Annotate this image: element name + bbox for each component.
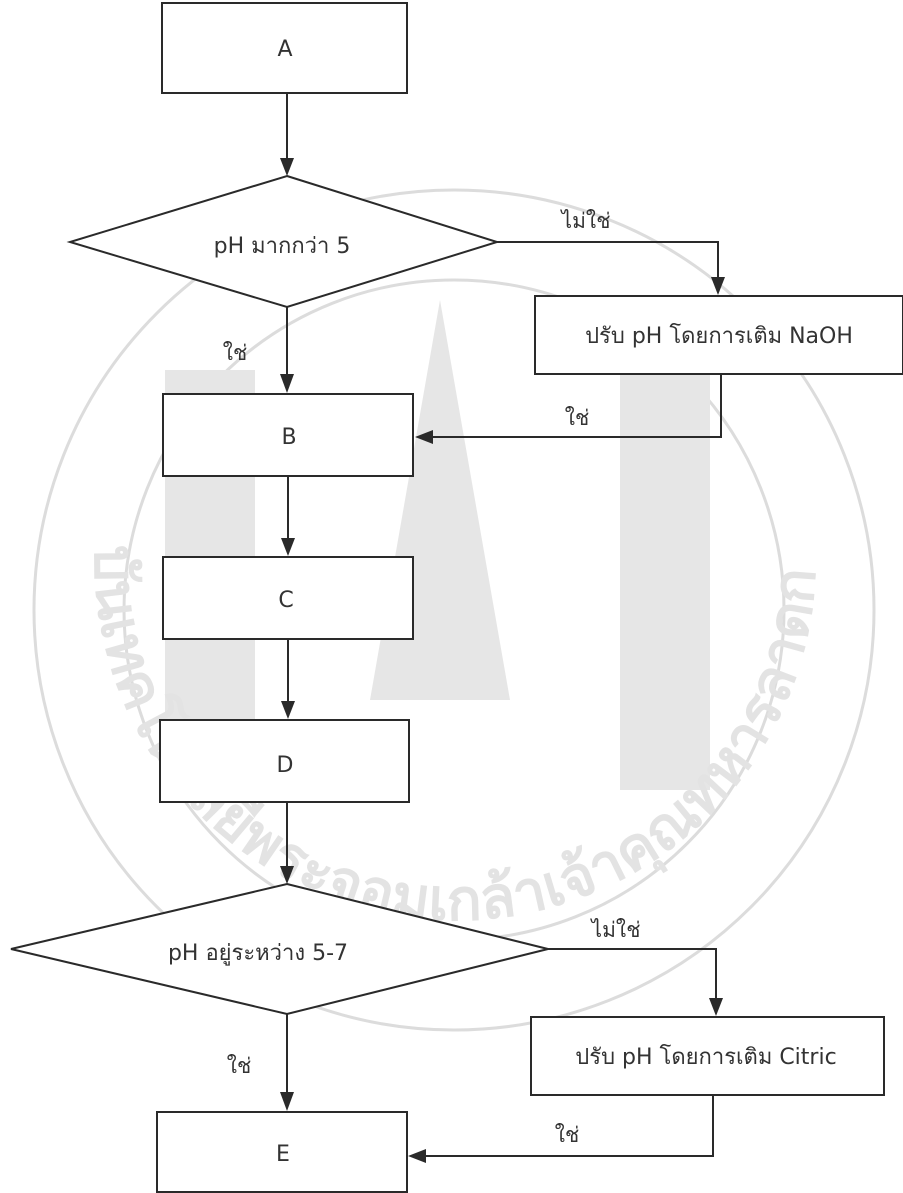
edge-c-to-d [281,639,295,719]
node-e-label: E [276,1142,290,1167]
node-adjust-citric: ปรับ pH โดยการเติม Citric [530,1016,885,1096]
edge-decision1-yes: ใช่ [223,307,294,393]
decision-1-no-label: ไม่ใช่ [560,209,611,233]
adjust-citric-label: ปรับ pH โดยการเติม Citric [575,1044,836,1070]
node-c-label: C [278,588,293,613]
node-e: E [156,1111,408,1193]
adjust-naoh-label: ปรับ pH โดยการเติม NaOH [585,323,853,349]
edge-citric-to-e: ใช่ [408,1095,714,1163]
node-d: D [159,719,410,803]
naoh-to-b-label: ใช่ [565,406,590,430]
node-a-label: A [277,37,292,62]
decision-2-no-label: ไม่ใช่ [590,918,641,942]
decision-1-label: pH มากกว่า 5 [214,234,351,259]
decision-1-yes-label: ใช่ [223,341,248,365]
node-b: B [162,393,414,477]
decision-ph-between-5-7: pH อยู่ระหว่าง 5-7 [10,882,549,1016]
edge-a-to-decision1 [280,93,294,176]
decision-ph-greater-than-5: pH มากกว่า 5 [66,174,501,309]
edge-b-to-c [281,476,295,556]
edge-d-to-decision2 [280,802,294,884]
node-a: A [161,2,408,94]
decision-2-label: pH อยู่ระหว่าง 5-7 [168,941,348,966]
edge-decision2-no: ไม่ใช่ [548,918,723,1016]
node-d-label: D [277,753,294,778]
node-c: C [162,556,414,640]
node-b-label: B [281,425,296,450]
decision-2-yes-label: ใช่ [227,1054,252,1078]
watermark-seal: สถาบันเทคโนโลยีพระจอมเกล้าเจ้าคุณทหารลาด… [0,0,876,1032]
edge-decision1-no: ไม่ใช่ [497,209,725,295]
citric-to-e-label: ใช่ [555,1123,580,1147]
edge-decision2-yes: ใช่ [227,1014,294,1111]
node-adjust-naoh: ปรับ pH โดยการเติม NaOH [534,295,903,375]
edge-naoh-to-b: ใช่ [415,374,722,444]
